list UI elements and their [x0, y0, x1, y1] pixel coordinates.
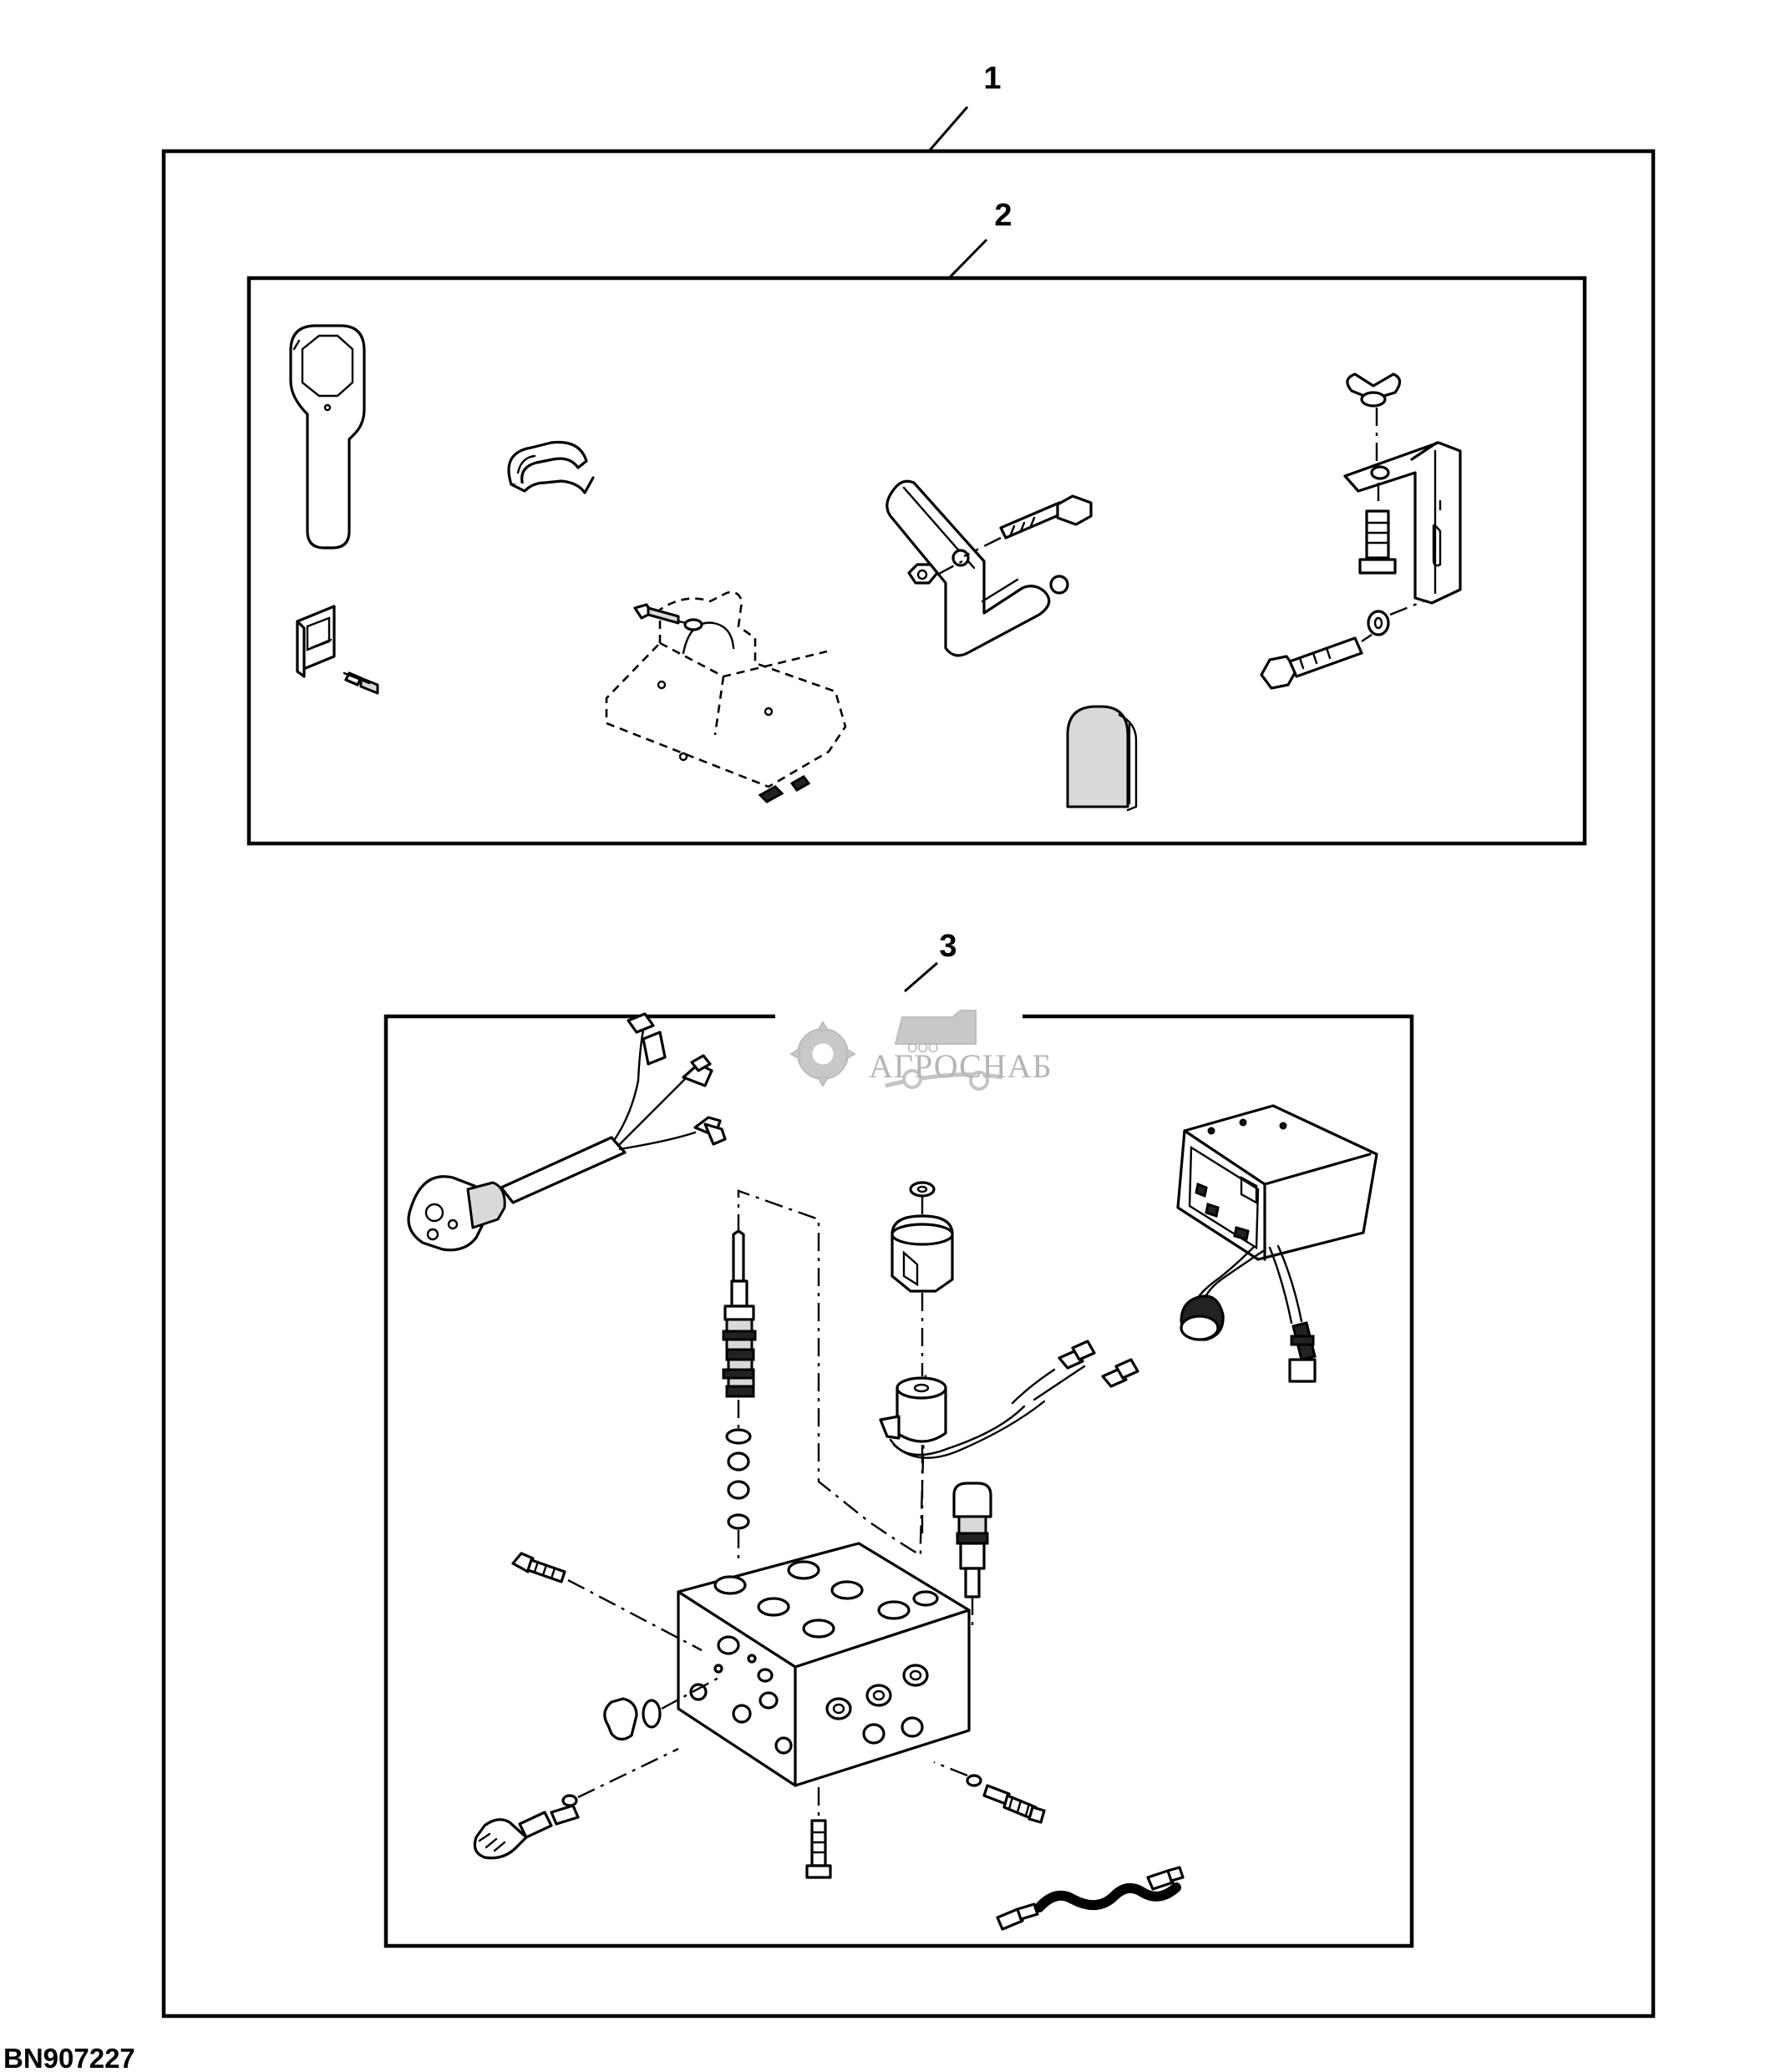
manifold-block	[677, 1542, 971, 1787]
valve-stem	[722, 1229, 757, 1398]
bracket-kit-frame	[246, 276, 1587, 846]
rubber-bumper	[1066, 705, 1138, 812]
l-bracket	[1343, 441, 1462, 605]
mounting-plate-dashed	[605, 590, 847, 803]
clip-bracket	[296, 605, 336, 678]
harvester-logo-icon	[885, 1010, 1003, 1091]
callout-3: 3	[939, 929, 957, 964]
gear-logo-icon	[789, 1021, 856, 1087]
small-screw	[343, 671, 379, 695]
kit-frame	[161, 149, 1656, 2019]
elbow-fitting	[473, 1747, 679, 1860]
control-box	[1176, 1104, 1378, 1383]
angle-bracket	[885, 479, 1069, 657]
o-rings	[725, 1400, 752, 1563]
callout-1-leader	[927, 106, 969, 152]
watermark-brand: АГРОСНАБ	[869, 1047, 1053, 1085]
callout-2: 2	[994, 198, 1012, 233]
fitting-lower-right	[933, 1760, 1046, 1824]
bottom-bolt	[805, 1787, 832, 1879]
hydraulic-hose	[996, 1866, 1185, 1931]
callout-2-leader	[947, 238, 988, 280]
fitting-upper-left	[511, 1552, 703, 1652]
callout-1: 1	[983, 61, 1001, 96]
callout-3-leader	[904, 961, 938, 993]
watermark-prefix: ООО	[907, 1041, 938, 1056]
wiring-harness	[407, 1012, 727, 1252]
plug-fitting	[603, 1675, 721, 1741]
solenoid-cap	[891, 1181, 954, 1376]
side-bolt-washer	[1260, 600, 1424, 690]
wing-nut	[1346, 372, 1402, 461]
hex-nut-panel2	[907, 560, 963, 585]
lever-handle	[289, 324, 366, 550]
watermark: ООО АГРОСНАБ	[775, 1006, 1053, 1107]
small-bolt-washer	[633, 603, 703, 631]
figure-id: BN907227	[3, 2043, 135, 2072]
hex-bolt-panel2	[963, 494, 1093, 558]
clamp-strap	[507, 440, 595, 494]
solenoid-coil	[879, 1340, 1139, 1537]
check-valve-cartridge	[952, 1482, 992, 1630]
vertical-bolt	[1358, 483, 1397, 575]
